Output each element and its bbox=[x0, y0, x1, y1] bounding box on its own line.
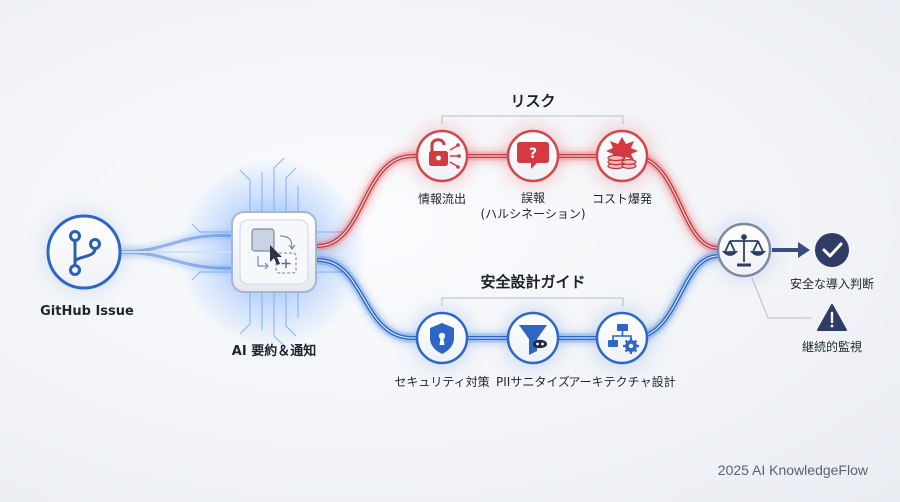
risk-node-3 bbox=[594, 128, 650, 184]
shield-keyhole-icon bbox=[430, 323, 454, 354]
evaluation-node bbox=[716, 222, 772, 278]
ai-chip-icon bbox=[251, 228, 297, 274]
safety-node-3 bbox=[594, 310, 650, 366]
funnel-mask-icon bbox=[519, 325, 547, 355]
question-bubble-icon: ? bbox=[517, 142, 549, 169]
risk-item-label-2: 誤報 (ハルシネーション) bbox=[480, 191, 586, 221]
input-cable bbox=[117, 233, 238, 270]
warning-triangle-icon bbox=[817, 304, 847, 331]
risk-item-label-1: 情報流出 bbox=[417, 192, 466, 206]
coins-explosion-icon bbox=[606, 137, 638, 170]
architecture-gear-icon bbox=[608, 324, 639, 354]
svg-text:?: ? bbox=[529, 146, 537, 162]
risk-node-1 bbox=[414, 128, 470, 184]
unlocked-padlock-icon bbox=[429, 138, 461, 169]
risk-item-label-3: コスト爆発 bbox=[591, 192, 652, 206]
source-label: GitHub Issue bbox=[40, 304, 134, 319]
risk-heading: リスク bbox=[510, 92, 556, 110]
processor-chip bbox=[231, 211, 317, 293]
safety-node-1 bbox=[414, 310, 470, 366]
outcome-label-2: 継続的監視 bbox=[801, 340, 862, 354]
outcome-label-1: 安全な導入判断 bbox=[789, 277, 874, 291]
safety-item-label-1: セキュリティ対策 bbox=[394, 375, 490, 389]
footer-credit: 2025 AI KnowledgeFlow bbox=[717, 462, 868, 478]
processor-label: AI 要約＆通知 bbox=[231, 344, 317, 359]
circuit-traces bbox=[191, 157, 344, 347]
outcome-arrows bbox=[751, 242, 812, 319]
check-circle-icon bbox=[815, 233, 849, 267]
safety-node-2 bbox=[505, 310, 561, 366]
risk-bracket bbox=[441, 115, 624, 124]
safety-path bbox=[313, 251, 723, 343]
safety-item-label-3: アーキテクチャ設計 bbox=[568, 375, 676, 389]
source-node bbox=[44, 212, 124, 292]
git-branch-icon bbox=[69, 230, 101, 276]
safety-heading: 安全設計ガイド bbox=[480, 273, 586, 291]
balance-scale-icon bbox=[721, 234, 767, 267]
safety-bracket bbox=[441, 297, 624, 306]
safety-item-label-2: PIIサニタイズ bbox=[496, 375, 570, 389]
risk-node-2: ? bbox=[505, 128, 561, 184]
